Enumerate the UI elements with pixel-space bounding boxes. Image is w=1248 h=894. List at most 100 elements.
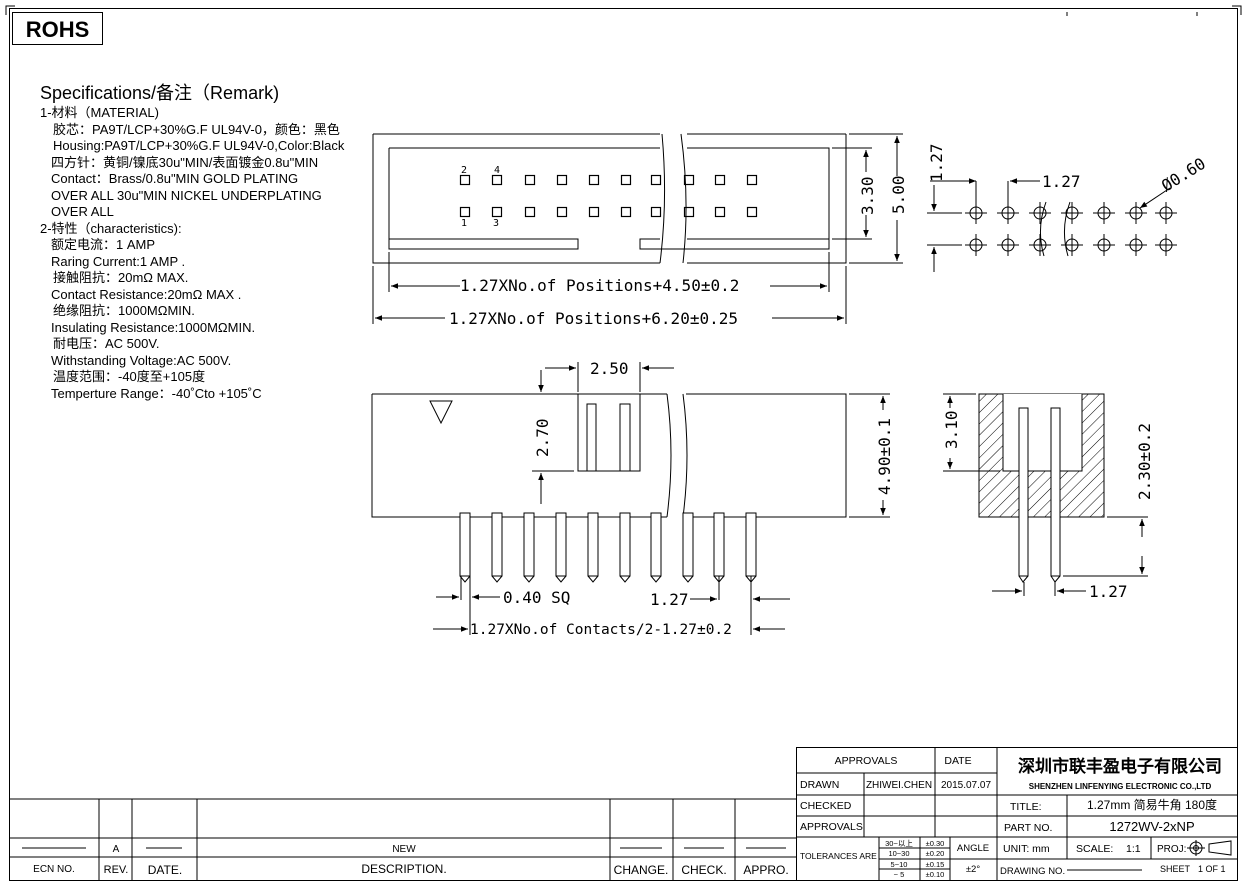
pin-tip bbox=[682, 575, 694, 583]
company-name-en: SHENZHEN LINFENYING ELECTRONIC CO.,LTD bbox=[1029, 782, 1212, 791]
break-line bbox=[1064, 201, 1071, 257]
pin-lead bbox=[713, 512, 725, 577]
tol-range-3: 5~10 bbox=[891, 860, 908, 869]
spec-line: 额定电流：1 AMP bbox=[51, 237, 156, 252]
tol-value-1: ±0.30 bbox=[926, 839, 945, 848]
sheet-border bbox=[5, 5, 1242, 881]
rev-description: NEW bbox=[392, 844, 416, 855]
tol-value-4: ±0.10 bbox=[926, 870, 945, 879]
checked-label: CHECKED bbox=[800, 800, 852, 812]
spec-line: Temperture Range：-40˚Cto +105˚C bbox=[51, 385, 262, 401]
pin-label-1: 1 bbox=[461, 218, 467, 229]
pin-lead bbox=[459, 512, 471, 577]
dim-height-inner: 3.30 bbox=[858, 176, 877, 215]
proj-label: PROJ: bbox=[1157, 844, 1186, 855]
pin-tip bbox=[555, 575, 567, 583]
date-header: DATE bbox=[944, 755, 971, 767]
sheet-value: 1 OF 1 bbox=[1198, 864, 1226, 874]
pin-tip bbox=[523, 575, 535, 583]
sheet-label: SHEET bbox=[1160, 864, 1191, 874]
partno-label: PART NO. bbox=[1004, 822, 1052, 834]
rev-letter: A bbox=[113, 844, 120, 855]
pin-tip bbox=[587, 575, 599, 583]
header-appro: APPRO. bbox=[743, 863, 788, 877]
tol-range-1: 30~以上 bbox=[885, 839, 913, 848]
tolerances-label: TOLERANCES ARE bbox=[800, 851, 877, 861]
top-dims bbox=[372, 133, 903, 324]
dim-height-outer: 5.00 bbox=[889, 175, 908, 214]
dim-outer-width: 1.27XNo.of Positions+6.20±0.25 bbox=[449, 309, 738, 328]
header-description: DESCRIPTION. bbox=[361, 862, 446, 876]
spec-line: 接触阻抗：20mΩ MAX. bbox=[53, 270, 189, 285]
pin-lead bbox=[619, 512, 631, 577]
pin-lead bbox=[491, 512, 503, 577]
drawn-name: ZHIWEI.CHEN bbox=[866, 780, 932, 791]
scale-value: 1:1 bbox=[1126, 843, 1141, 855]
pin-square bbox=[620, 174, 632, 186]
company-name-cn: 深圳市联丰盈电子有限公司 bbox=[1018, 756, 1222, 776]
hole-dims bbox=[927, 178, 1171, 272]
header-ecn: ECN NO. bbox=[33, 864, 75, 875]
proj-symbol bbox=[1187, 840, 1232, 856]
top-pins bbox=[459, 174, 758, 218]
title-value: 1.27mm 简易牛角 180度 bbox=[1087, 797, 1217, 812]
pin-lead bbox=[555, 512, 567, 577]
hole-pattern bbox=[965, 201, 1177, 257]
tol-value-2: ±0.20 bbox=[926, 849, 945, 858]
pin-square bbox=[588, 174, 600, 186]
drawing-no-label: DRAWING NO. bbox=[1000, 866, 1065, 877]
pin-label-4: 4 bbox=[494, 165, 500, 176]
dim-side-h1: 3.10 bbox=[942, 410, 961, 449]
pin-square bbox=[588, 206, 600, 218]
title-label: TITLE: bbox=[1010, 801, 1042, 813]
pin-tip bbox=[459, 575, 471, 583]
pin-square bbox=[556, 174, 568, 186]
pin-lead bbox=[523, 512, 535, 577]
top-view bbox=[372, 133, 847, 264]
pin-label-3: 3 bbox=[493, 218, 499, 229]
front-pins bbox=[459, 512, 757, 583]
side-dims bbox=[943, 393, 1148, 596]
spec-line: 四方针：黄铜/镍底30u"MIN/表面镀金0.8u"MIN bbox=[51, 154, 319, 170]
angle-label: ANGLE bbox=[957, 843, 989, 854]
approvals-header: APPROVALS bbox=[835, 755, 898, 767]
dim-body-height: 4.90±0.1 bbox=[875, 418, 894, 495]
pin-label-2: 2 bbox=[461, 165, 467, 176]
front-dims bbox=[433, 362, 890, 635]
tol-range-4: ~ 5 bbox=[894, 870, 905, 879]
unit-label: UNIT: mm bbox=[1003, 843, 1050, 855]
spec-line: Contact：Brass/0.8u"MIN GOLD PLATING bbox=[51, 171, 299, 186]
header-check: CHECK. bbox=[681, 863, 726, 877]
dim-pitch-h: 1.27 bbox=[1042, 172, 1081, 191]
dim-side-pitch: 1.27 bbox=[1089, 582, 1128, 601]
pin-square bbox=[556, 206, 568, 218]
pin-square bbox=[650, 174, 662, 186]
drawn-date: 2015.07.07 bbox=[941, 780, 991, 791]
dim-hole-diameter: Ø0.60 bbox=[1158, 154, 1209, 196]
spec-line: 温度范围：-40度至+105度 bbox=[53, 369, 206, 384]
spec-line: OVER ALL bbox=[51, 204, 114, 219]
partno-value: 1272WV-2xNP bbox=[1109, 819, 1194, 834]
pin-square bbox=[683, 206, 695, 218]
spec-title: Specifications/备注（Remark) bbox=[40, 83, 280, 103]
spec-line: 2-特性（characteristics): bbox=[40, 220, 182, 236]
pin-square bbox=[746, 206, 758, 218]
pin-lead bbox=[745, 512, 757, 577]
pin-square bbox=[620, 206, 632, 218]
spec-line: Contact Resistance:20mΩ MAX . bbox=[51, 286, 242, 302]
title-block bbox=[796, 747, 1238, 881]
dim-key-width: 2.50 bbox=[590, 359, 629, 378]
tol-range-2: 10~30 bbox=[888, 849, 909, 858]
pin-square bbox=[491, 206, 503, 218]
header-date: DATE. bbox=[148, 863, 182, 877]
pin-square bbox=[683, 174, 695, 186]
pin-square bbox=[524, 206, 536, 218]
pin-lead bbox=[587, 512, 599, 577]
pin-lead bbox=[650, 512, 662, 577]
pin-square bbox=[714, 206, 726, 218]
revision-table bbox=[10, 798, 796, 880]
angle-value: ±2° bbox=[966, 864, 980, 875]
header-change: CHANGE. bbox=[614, 863, 669, 877]
